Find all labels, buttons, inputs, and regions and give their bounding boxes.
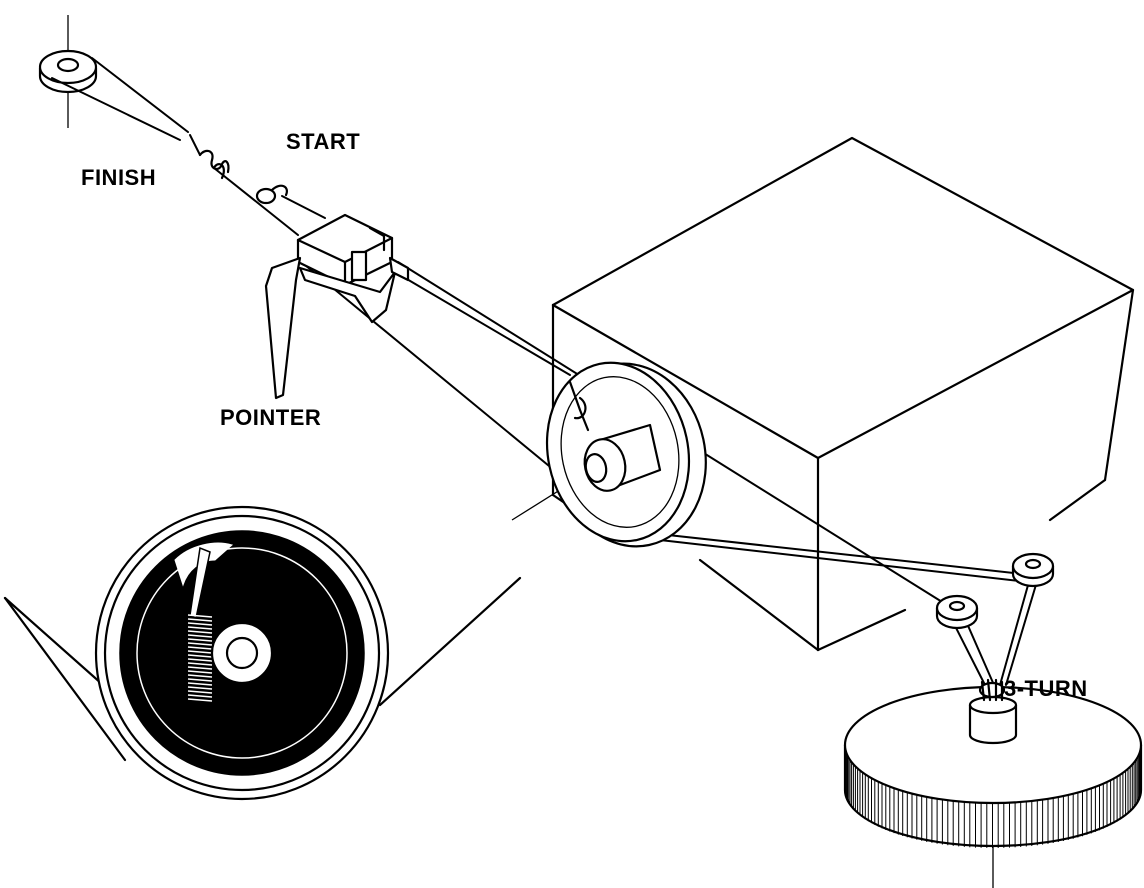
inset-drum-detail bbox=[3, 505, 522, 801]
right-idler-pulley bbox=[1011, 552, 1055, 588]
pointer-blade bbox=[264, 256, 302, 400]
lower-idler-pulley bbox=[935, 594, 979, 630]
cord-springs bbox=[198, 149, 288, 205]
drum-pulley bbox=[511, 361, 707, 548]
knurled-rim bbox=[844, 745, 1142, 848]
pointer-label: POINTER bbox=[220, 405, 322, 430]
inset-spring bbox=[187, 614, 213, 702]
start-label: START bbox=[286, 129, 361, 154]
three-turn-label: 3-TURN bbox=[1004, 676, 1088, 701]
tuning-knob bbox=[843, 678, 1143, 888]
finish-label: FINISH bbox=[81, 165, 157, 190]
dial-cord bbox=[51, 57, 1039, 686]
top-left-pulley bbox=[38, 15, 98, 128]
pointer-carriage bbox=[264, 213, 410, 400]
